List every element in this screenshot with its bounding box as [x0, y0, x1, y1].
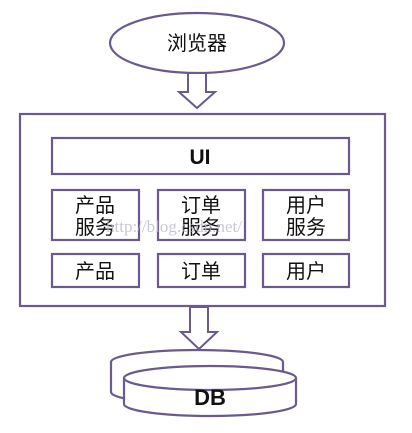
- service-label-line2: 服务: [75, 215, 115, 239]
- service-box-order: 订单 服务: [156, 188, 247, 242]
- module-label: 产品: [75, 259, 115, 283]
- database-top-rim: [122, 377, 298, 392]
- service-label-line2: 服务: [181, 215, 221, 239]
- service-box-product: 产品 服务: [50, 188, 141, 242]
- module-box-user: 用户: [261, 252, 351, 289]
- service-box-user: 用户 服务: [261, 188, 351, 242]
- service-box-frame: [156, 188, 247, 242]
- database-label: DB: [194, 385, 226, 410]
- service-label-line1: 用户: [286, 193, 326, 217]
- application-container: UI 产品 服务 订单 服务 用户 服务 产品 订单 用户: [18, 112, 387, 308]
- module-box-product: 产品: [50, 252, 141, 289]
- ui-layer-box: [50, 136, 351, 176]
- module-label: 用户: [286, 259, 326, 283]
- module-label: 订单: [181, 259, 221, 283]
- module-box-order: 订单: [156, 252, 247, 289]
- service-label-line2: 服务: [286, 215, 326, 239]
- browser-label: 浏览器: [167, 31, 227, 55]
- module-box-frame: [50, 252, 141, 289]
- ui-layer-label: UI: [190, 146, 211, 169]
- service-label-line1: 订单: [181, 193, 221, 217]
- database-node: DB: [109, 348, 298, 418]
- module-box-frame: [261, 252, 351, 289]
- arrow-down-icon: [178, 306, 220, 351]
- service-label-line1: 产品: [75, 193, 115, 217]
- service-box-frame: [261, 188, 351, 242]
- module-box-frame: [156, 252, 247, 289]
- service-box-frame: [50, 188, 141, 242]
- arrow-down-icon: [176, 72, 218, 110]
- watermark-text: http://blog.csdn.net/: [106, 217, 242, 236]
- browser-node: 浏览器: [108, 11, 286, 75]
